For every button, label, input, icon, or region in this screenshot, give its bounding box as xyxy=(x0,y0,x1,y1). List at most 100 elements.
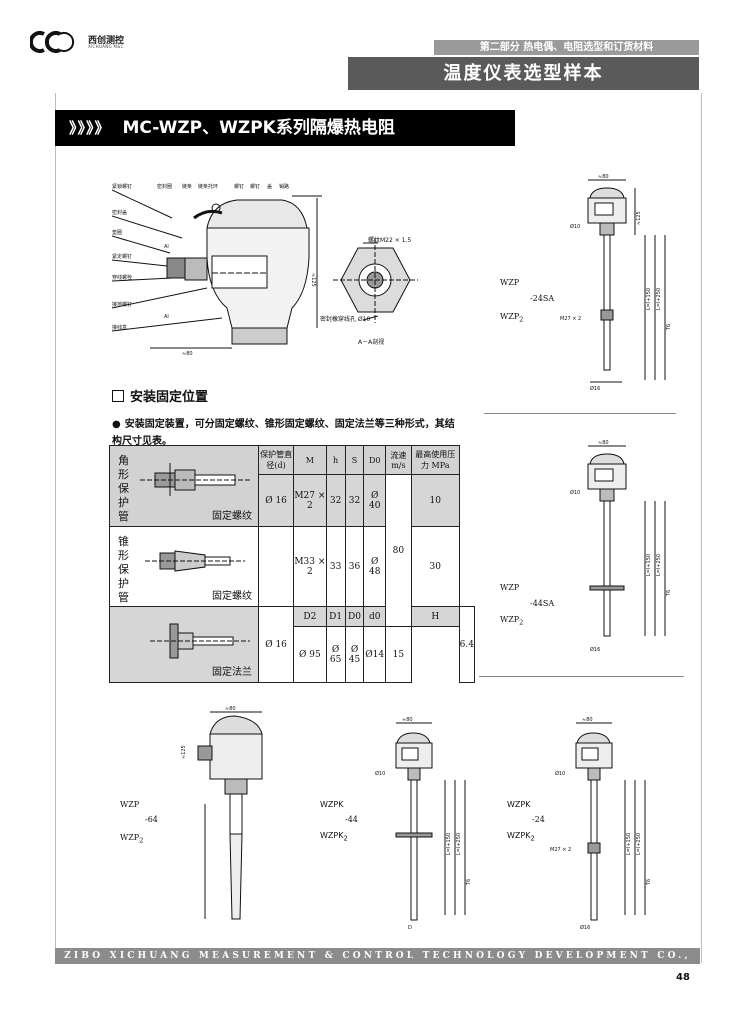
install-spec-table: 角形保护管 固定螺纹 保护管直径(d) M h S D0 流速 m/s 最高使用… xyxy=(109,445,476,683)
fixed-thread-drawing xyxy=(140,463,250,496)
cell-flange-d0: Ø 45 xyxy=(344,626,365,683)
model-44sa-b: -44SA xyxy=(530,599,555,608)
header-d1: D1 xyxy=(325,605,346,628)
dim-t6-e: T6 xyxy=(646,879,652,886)
model-44-c-text: WZPK xyxy=(320,831,344,840)
cell-flange-d1: Ø 65 xyxy=(325,626,346,683)
header-pressure: 最高使用压力 MPa xyxy=(410,445,460,475)
model-64-c-text: WZP xyxy=(120,833,140,842)
dim-d16-b: Ø16 xyxy=(590,646,600,653)
model-24sa-c: WZP2 xyxy=(500,312,523,324)
cell-cone-h: 33 xyxy=(325,526,346,607)
model-24-b: -24 xyxy=(532,815,545,824)
header-s: S xyxy=(344,445,365,475)
row-type-cone: 锥形保护管 xyxy=(118,534,129,604)
cell-angle-pressure: 10 xyxy=(410,474,460,527)
header-h: h xyxy=(325,445,346,475)
label-seal-ring: 密封圈 xyxy=(157,183,172,190)
dim-h125-a: ≈125 xyxy=(636,211,642,225)
divider-1 xyxy=(484,413,676,414)
dim-l250-d: L=l+250 xyxy=(456,833,462,855)
cell-cone-m: M33 × 2 xyxy=(293,526,327,607)
cell-flange-H: 15 xyxy=(384,626,412,683)
dim-l250-e: L=l+250 xyxy=(636,833,642,855)
dim-width: ≈80 xyxy=(182,351,193,357)
model-24-c-sub: 2 xyxy=(530,834,535,843)
header-H: H xyxy=(410,605,460,628)
model-44sa-c-sub: 2 xyxy=(519,618,524,627)
cable-hole-label: 密封橡穿线孔 Ø10 xyxy=(320,315,370,323)
header-d0-flange: D0 xyxy=(344,605,365,628)
model-44-c-sub: 2 xyxy=(343,834,348,843)
label-set-screw: 紧定螺钉 xyxy=(112,253,132,260)
flange-drawing xyxy=(150,623,250,659)
label-ground-screw: 接地螺钉 xyxy=(112,301,132,308)
header-flow: 流速 m/s xyxy=(384,445,412,475)
page-title: 》》》》MC-WZP、WZPK系列隔爆热电阻 xyxy=(55,110,515,146)
label-lock-screw: 紧锁螺钉 xyxy=(112,183,132,190)
label-al-1: Al xyxy=(164,244,169,250)
dim-w80-c: ≈80 xyxy=(225,706,236,712)
dim-d16-e: Ø16 xyxy=(580,924,590,931)
label-seal-cover: 密封盖 xyxy=(112,209,127,216)
page-number: 48 xyxy=(676,972,690,983)
model-24-c-text: WZPK xyxy=(507,831,531,840)
cell-angle-d0: Ø 40 xyxy=(363,474,386,527)
install-heading: 安装固定位置 xyxy=(112,386,208,405)
install-description: ●安装固定装置，可分固定螺纹、锥形固定螺纹、固定法兰等三种形式，其结构尺寸见表。 xyxy=(112,416,462,450)
junction-box-assembly-drawing: 紧锁螺钉 密封圈 链条 链条托环 螺钉 螺钉 盖 销路 密封盖 垫圈 紧定螺钉 … xyxy=(112,183,322,357)
dim-height: ≈125 xyxy=(310,273,316,287)
dim-w80-e: ≈80 xyxy=(582,717,593,723)
model-24-a: WZPK xyxy=(507,800,531,809)
cell-flange-d2: Ø 95 xyxy=(293,626,327,683)
dim-w80-d: ≈80 xyxy=(402,717,413,723)
cell-flange-d0-small: Ø14 xyxy=(363,626,386,683)
company-footer: ZIBO XICHUANG MEASUREMENT & CONTROL TECH… xyxy=(55,948,700,977)
dim-l250-a: L=l+250 xyxy=(656,288,662,310)
cell-angle-m: M27 × 2 xyxy=(293,474,327,527)
label-cover: 盖 xyxy=(267,183,272,190)
label-wire-bolt: 穿线螺栓 xyxy=(112,274,132,281)
cell-angle-s: 32 xyxy=(344,474,365,527)
label-al-2: Al xyxy=(164,314,169,320)
wzp-24sa-drawing: ≈80 Ø10 M27 × 2 Ø16 ≈125 L=l+150 L=l+250… xyxy=(560,174,672,392)
label-chain: 链条 xyxy=(182,183,192,190)
label-washer: 垫圈 xyxy=(112,229,122,236)
model-24-c: WZPK2 xyxy=(507,831,535,843)
cell-cone-d0: Ø 48 xyxy=(363,526,386,607)
row-flange-image: 固定法兰 xyxy=(109,606,259,683)
header-m: M xyxy=(293,445,327,475)
model-44sa-c-text: WZP xyxy=(500,615,520,624)
dim-l150-e: L=l+150 xyxy=(626,833,632,855)
dim-d10-b: Ø10 xyxy=(570,489,580,496)
install-description-text: 安装固定装置，可分固定螺纹、锥形固定螺纹、固定法兰等三种形式，其结构尺寸见表。 xyxy=(112,419,455,447)
dim-l150-b: L=l+150 xyxy=(646,554,652,576)
model-24sa-c-sub: 2 xyxy=(519,315,524,324)
header-d2: D2 xyxy=(293,605,327,628)
cell-flow: 80 xyxy=(384,473,412,628)
thread-label: 螺纹M22 × 1.5 xyxy=(368,236,411,244)
divider-2 xyxy=(479,676,684,677)
dim-l150-a: L=l+150 xyxy=(646,288,652,310)
cell-cone-d xyxy=(257,526,295,607)
header-d0: D0 xyxy=(363,445,386,475)
caption-fixed-thread-1: 固定螺纹 xyxy=(212,511,252,522)
dim-w80-a: ≈80 xyxy=(598,174,609,180)
model-64-c-sub: 2 xyxy=(139,836,144,845)
wzp-64-drawing: ≈80 ≈125 xyxy=(181,706,263,920)
dim-w80-b: ≈80 xyxy=(598,440,609,446)
label-pin: 销路 xyxy=(279,183,289,190)
catalog-title: 温度仪表选型样本 xyxy=(348,57,699,90)
label-screw-2: 螺钉 xyxy=(250,183,260,190)
cell-angle-d: Ø 16 xyxy=(257,474,295,527)
cell-flange-pressure: 6.4 xyxy=(458,606,476,683)
label-chain-ring: 链条托环 xyxy=(198,183,218,190)
dim-d16-a: Ø16 xyxy=(590,385,600,392)
cell-flange-d: Ø 16 xyxy=(257,606,295,683)
model-24sa-c-text: WZP xyxy=(500,312,520,321)
cell-angle-h: 32 xyxy=(325,474,346,527)
header-d0-small: d0 xyxy=(363,605,386,628)
page-frame xyxy=(55,93,702,963)
dim-t6-b: T6 xyxy=(666,590,672,597)
title-text: MC-WZP、WZPK系列隔爆热电阻 xyxy=(122,118,395,138)
